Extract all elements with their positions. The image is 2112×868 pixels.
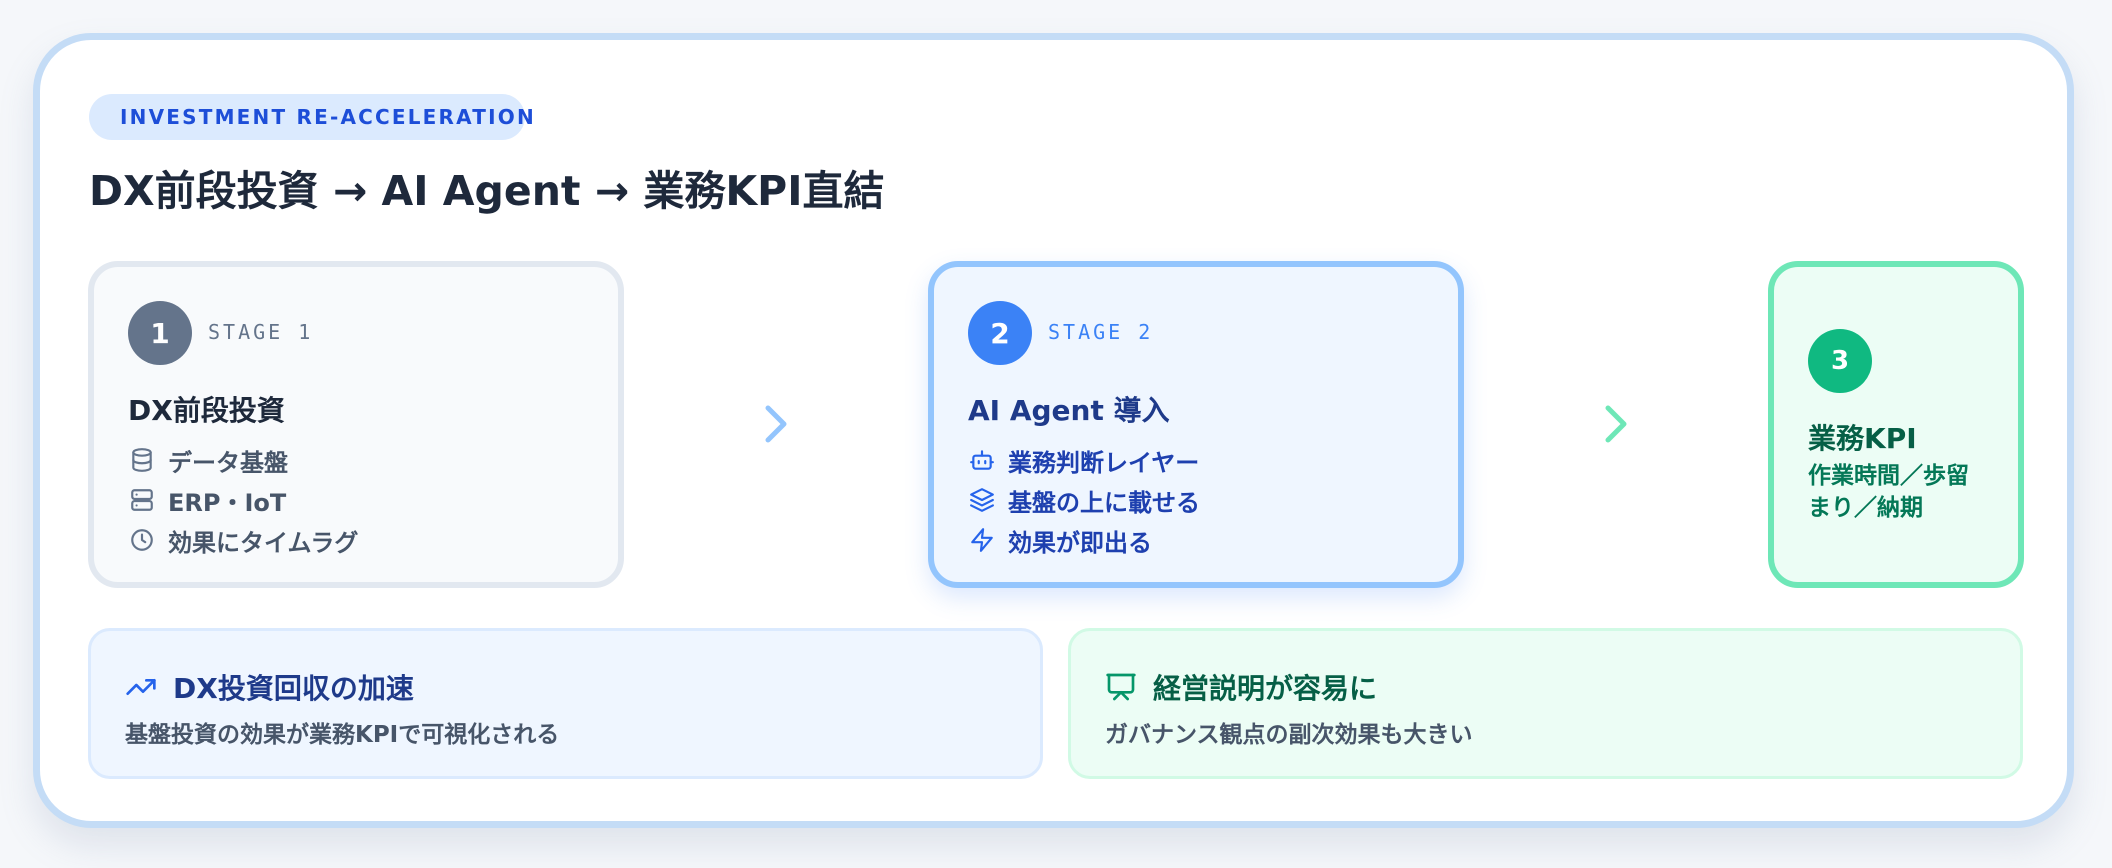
list-item-text: 効果にタイムラグ (168, 528, 359, 557)
server-icon (128, 486, 156, 514)
list-item-text: 基盤の上に載せる (1008, 488, 1200, 517)
stage-1-number: 1 (128, 301, 192, 365)
benefit-card-management: 経営説明が容易に ガバナンス観点の副次効果も大きい (1068, 628, 2023, 779)
stage-1-label: STAGE 1 (208, 320, 314, 344)
zap-icon (968, 526, 996, 554)
stage-2-label: STAGE 2 (1048, 320, 1154, 344)
page-title: DX前段投資 → AI Agent → 業務KPI直結 (89, 167, 885, 215)
stage-3-card: 3 業務KPI 作業時間／歩留まり／納期 (1768, 261, 2024, 588)
benefit-title: DX投資回収の加速 (173, 672, 414, 705)
stage-3-title: 業務KPI (1808, 422, 1917, 455)
benefit-title: 経営説明が容易に (1153, 672, 1378, 705)
benefit-description: 基盤投資の効果が業務KPIで可視化される (125, 722, 560, 748)
list-item-text: データ基盤 (168, 448, 288, 477)
stage-2-items: 業務判断レイヤー 基盤の上に載せる 効果が即出る (968, 440, 1200, 560)
layers-icon (968, 486, 996, 514)
stage-3-description: 作業時間／歩留まり／納期 (1808, 463, 1969, 521)
list-item: 効果が即出る (968, 520, 1200, 560)
stage-3-number: 3 (1808, 329, 1872, 393)
stage-1-title: DX前段投資 (128, 394, 285, 427)
list-item-text: ERP・IoT (168, 488, 287, 517)
chevron-right-icon (1605, 405, 1627, 443)
list-item: データ基盤 (128, 440, 358, 480)
stage-2-card: 2 STAGE 2 AI Agent 導入 業務判断レイヤー 基盤の上に載せる … (928, 261, 1464, 588)
list-item-text: 効果が即出る (1008, 528, 1152, 557)
benefit-header: 経営説明が容易に (1105, 667, 1377, 707)
database-icon (128, 446, 156, 474)
stage-1-items: データ基盤 ERP・IoT 効果にタイムラグ (128, 440, 358, 560)
list-item: 基盤の上に載せる (968, 480, 1200, 520)
presentation-icon (1105, 671, 1137, 703)
list-item: 業務判断レイヤー (968, 440, 1200, 480)
list-item: ERP・IoT (128, 480, 358, 520)
trending-up-icon (125, 671, 157, 703)
stage-2-number: 2 (968, 301, 1032, 365)
clock-icon (128, 526, 156, 554)
stage-1-card: 1 STAGE 1 DX前段投資 データ基盤 ERP・IoT 効果にタイムラグ (88, 261, 624, 588)
benefit-card-roi: DX投資回収の加速 基盤投資の効果が業務KPIで可視化される (88, 628, 1043, 779)
list-item: 効果にタイムラグ (128, 520, 358, 560)
benefit-header: DX投資回収の加速 (125, 667, 414, 707)
section-badge: INVESTMENT RE-ACCELERATION (89, 94, 534, 140)
stage-2-title: AI Agent 導入 (968, 394, 1170, 427)
bot-icon (968, 446, 996, 474)
list-item-text: 業務判断レイヤー (1008, 448, 1200, 477)
benefit-description: ガバナンス観点の副次効果も大きい (1105, 722, 1473, 748)
chevron-right-icon (765, 405, 787, 443)
